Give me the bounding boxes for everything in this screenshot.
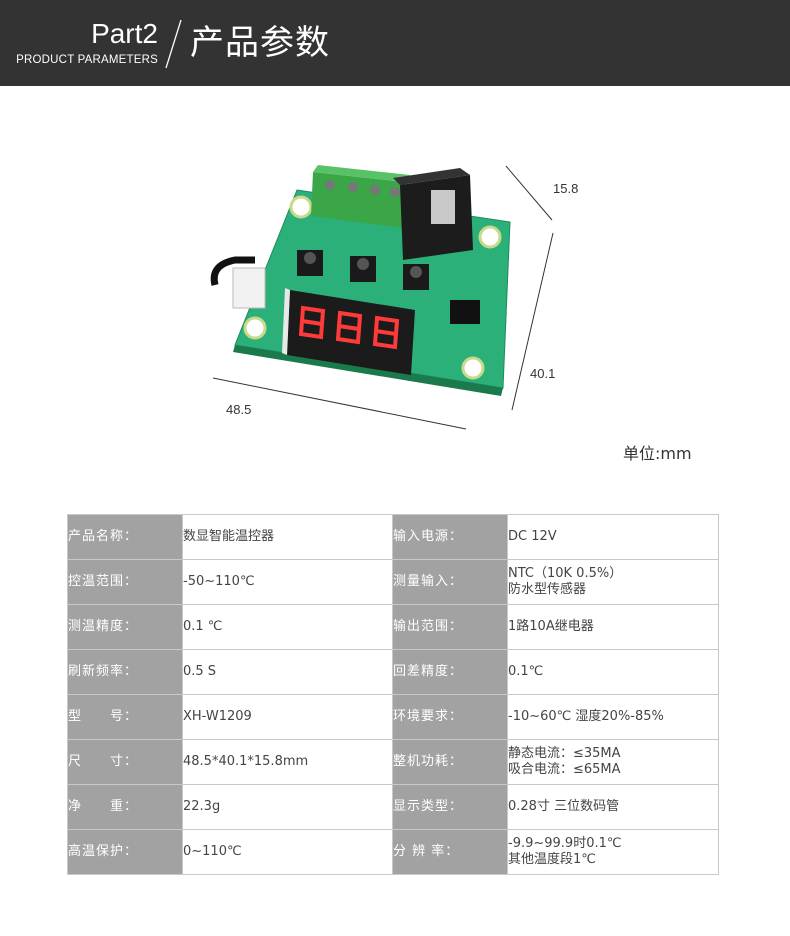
spec-value: 0.5 S — [182, 649, 393, 695]
spec-value-line: DC 12V — [508, 529, 557, 544]
spec-value: NTC（10K 0.5%）防水型传感器 — [507, 559, 719, 605]
spec-key: 产品名称： — [67, 514, 183, 560]
spec-value-line: -50~110℃ — [183, 574, 255, 589]
table-row: 刷新频率：0.5 S 回差精度：0.1℃ — [67, 649, 719, 695]
spec-value: -50~110℃ — [182, 559, 393, 605]
spec-key: 控温范围： — [67, 559, 183, 605]
spec-key: 整机功耗： — [392, 739, 508, 785]
spec-key: 显示类型： — [392, 784, 508, 830]
spec-key: 净 重： — [67, 784, 183, 830]
spec-value-line: 数显智能温控器 — [183, 529, 275, 544]
spec-value-line: -10~60℃ 湿度20%-85% — [508, 709, 664, 724]
spec-key: 输出范围： — [392, 604, 508, 650]
spec-value-line: 1路10A继电器 — [508, 619, 594, 634]
spec-key: 环境要求： — [392, 694, 508, 740]
spec-value: 0~110℃ — [182, 829, 393, 875]
spec-key: 型 号： — [67, 694, 183, 740]
spec-key: 测量输入： — [392, 559, 508, 605]
spec-value: 数显智能温控器 — [182, 514, 393, 560]
slash-divider — [165, 19, 182, 69]
spec-key: 分 辨 率： — [392, 829, 508, 875]
spec-value: 0.1 ℃ — [182, 604, 393, 650]
spec-value-line: 0~110℃ — [183, 844, 242, 859]
table-row: 型 号：XH-W1209 环境要求：-10~60℃ 湿度20%-85% — [67, 694, 719, 740]
table-row: 产品名称：数显智能温控器 输入电源：DC 12V — [67, 514, 719, 560]
spec-value-line: 防水型传感器 — [508, 582, 587, 597]
spec-key: 回差精度： — [392, 649, 508, 695]
spec-value: 48.5*40.1*15.8mm — [182, 739, 393, 785]
unit-label: 单位:mm — [623, 444, 692, 463]
spec-value-line: 0.28寸 三位数码管 — [508, 799, 620, 814]
spec-value-line: 48.5*40.1*15.8mm — [183, 754, 309, 769]
product-image — [210, 165, 511, 396]
spec-value: DC 12V — [507, 514, 719, 560]
spec-key: 刷新频率： — [67, 649, 183, 695]
height-label: 40.1 — [530, 366, 556, 381]
spec-value-line: 0.5 S — [183, 664, 217, 679]
spec-key: 尺 寸： — [67, 739, 183, 785]
table-row: 净 重：22.3g 显示类型：0.28寸 三位数码管 — [67, 784, 719, 830]
part-subtitle: PRODUCT PARAMETERS — [16, 54, 158, 66]
table-row: 测温精度：0.1 ℃ 输出范围：1路10A继电器 — [67, 604, 719, 650]
spec-key: 输入电源： — [392, 514, 508, 560]
spec-value: 22.3g — [182, 784, 393, 830]
spec-key: 测温精度： — [67, 604, 183, 650]
spec-value-line: -9.9~99.9时0.1℃ — [508, 836, 622, 851]
spec-key: 高温保护： — [67, 829, 183, 875]
part-label: Part2 — [91, 18, 158, 49]
spec-table: 产品名称：数显智能温控器 输入电源：DC 12V 控温范围：-50~110℃ 测量输入… — [67, 514, 719, 875]
spec-value: 1路10A继电器 — [507, 604, 719, 650]
width-label: 48.5 — [226, 402, 252, 417]
spec-value-line: 其他温度段1℃ — [508, 852, 596, 867]
spec-value: 0.28寸 三位数码管 — [507, 784, 719, 830]
spec-value-line: 静态电流：≤35MA — [508, 746, 621, 761]
header-banner: Part2 PRODUCT PARAMETERS 产品参数 — [0, 0, 790, 86]
section-title: 产品参数 — [190, 23, 330, 63]
depth-label: 15.8 — [553, 181, 579, 196]
spec-value-line: NTC（10K 0.5%） — [508, 566, 623, 581]
spec-value: -10~60℃ 湿度20%-85% — [507, 694, 719, 740]
spec-value-line: 吸合电流：≤65MA — [508, 762, 621, 777]
spec-value-line: 0.1℃ — [508, 664, 544, 679]
spec-value: XH-W1209 — [182, 694, 393, 740]
spec-value-line: 0.1 ℃ — [183, 619, 223, 634]
table-row: 控温范围：-50~110℃ 测量输入：NTC（10K 0.5%）防水型传感器 — [67, 559, 719, 605]
spec-value-line: XH-W1209 — [183, 709, 252, 724]
spec-value-line: 22.3g — [183, 799, 221, 814]
spec-value: 0.1℃ — [507, 649, 719, 695]
